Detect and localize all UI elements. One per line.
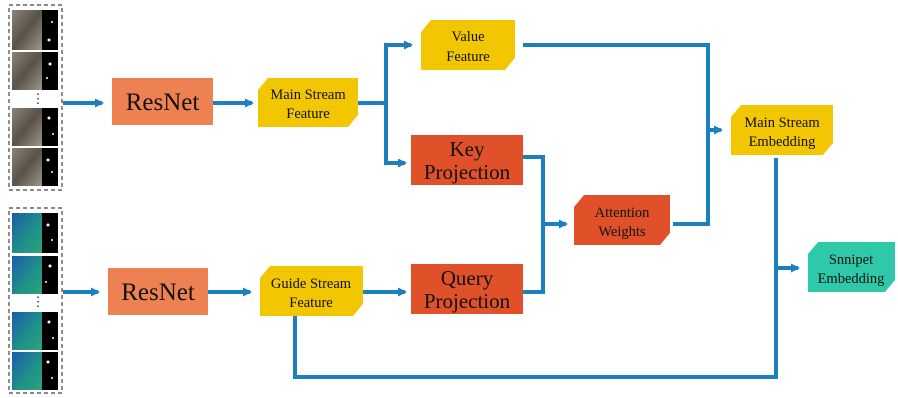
guide-frame-4 — [12, 352, 58, 390]
arrow-to-key-projection — [384, 103, 407, 168]
line-attention-to-main-embedding — [673, 130, 710, 226]
attention-weights-line1: Attention — [595, 205, 651, 221]
guide-frame-3 — [12, 312, 58, 350]
main-frame-1 — [12, 10, 58, 50]
query-projection-box: Query Projection — [411, 264, 523, 314]
query-projection-line2: Projection — [424, 289, 511, 313]
line-key-query-merge — [523, 155, 545, 294]
main-stream-feature-line2: Feature — [286, 106, 329, 122]
key-projection-line1: Key — [450, 137, 485, 161]
attention-weights-box: Attention Weights — [574, 195, 670, 245]
resnet-main-label: ResNet — [126, 89, 200, 116]
value-feature-box: Value Feature — [421, 20, 515, 70]
snippet-embedding-line2: Embedding — [818, 271, 885, 287]
guide-stream-feature-box: Guide Stream Feature — [260, 266, 363, 316]
connectors — [63, 40, 800, 379]
main-frame-2 — [12, 52, 58, 90]
snippet-embedding-box: Snnipet Embedding — [808, 242, 895, 292]
main-stream-frames: ⋮ — [8, 4, 63, 191]
resnet-guide-box: ResNet — [108, 268, 208, 315]
key-projection-line2: Projection — [424, 160, 511, 184]
main-stream-feature-box: Main Stream Feature — [258, 78, 358, 127]
value-feature-line2: Feature — [446, 49, 489, 65]
main-frames-ellipsis: ⋮ — [32, 91, 45, 106]
arrow-value-to-main-embedding — [523, 43, 723, 135]
guide-frames-ellipsis: ⋮ — [32, 294, 45, 309]
guide-frame-2 — [12, 256, 58, 294]
resnet-guide-label: ResNet — [121, 279, 195, 306]
guide-stream-feature-line1: Guide Stream — [271, 276, 352, 292]
guide-stream-frames: ⋮ — [8, 207, 63, 394]
guide-frame-1 — [12, 213, 58, 253]
main-frame-3 — [12, 108, 58, 146]
query-projection-line1: Query — [441, 266, 494, 290]
snippet-embedding-line1: Snnipet — [829, 252, 873, 268]
resnet-main-box: ResNet — [112, 78, 213, 125]
attention-weights-line2: Weights — [598, 224, 646, 240]
line-guide-skip-connection — [293, 158, 778, 379]
value-feature-line1: Value — [451, 29, 484, 45]
guide-stream-feature-line2: Feature — [289, 295, 332, 311]
arrow-to-value-feature — [384, 40, 413, 103]
main-stream-embedding-box: Main Stream Embedding — [731, 105, 833, 155]
main-frame-4 — [12, 148, 58, 186]
main-stream-feature-line1: Main Stream — [270, 87, 346, 103]
main-stream-embedding-line2: Embedding — [749, 134, 816, 150]
main-stream-embedding-line1: Main Stream — [744, 115, 820, 131]
key-projection-box: Key Projection — [411, 135, 523, 185]
